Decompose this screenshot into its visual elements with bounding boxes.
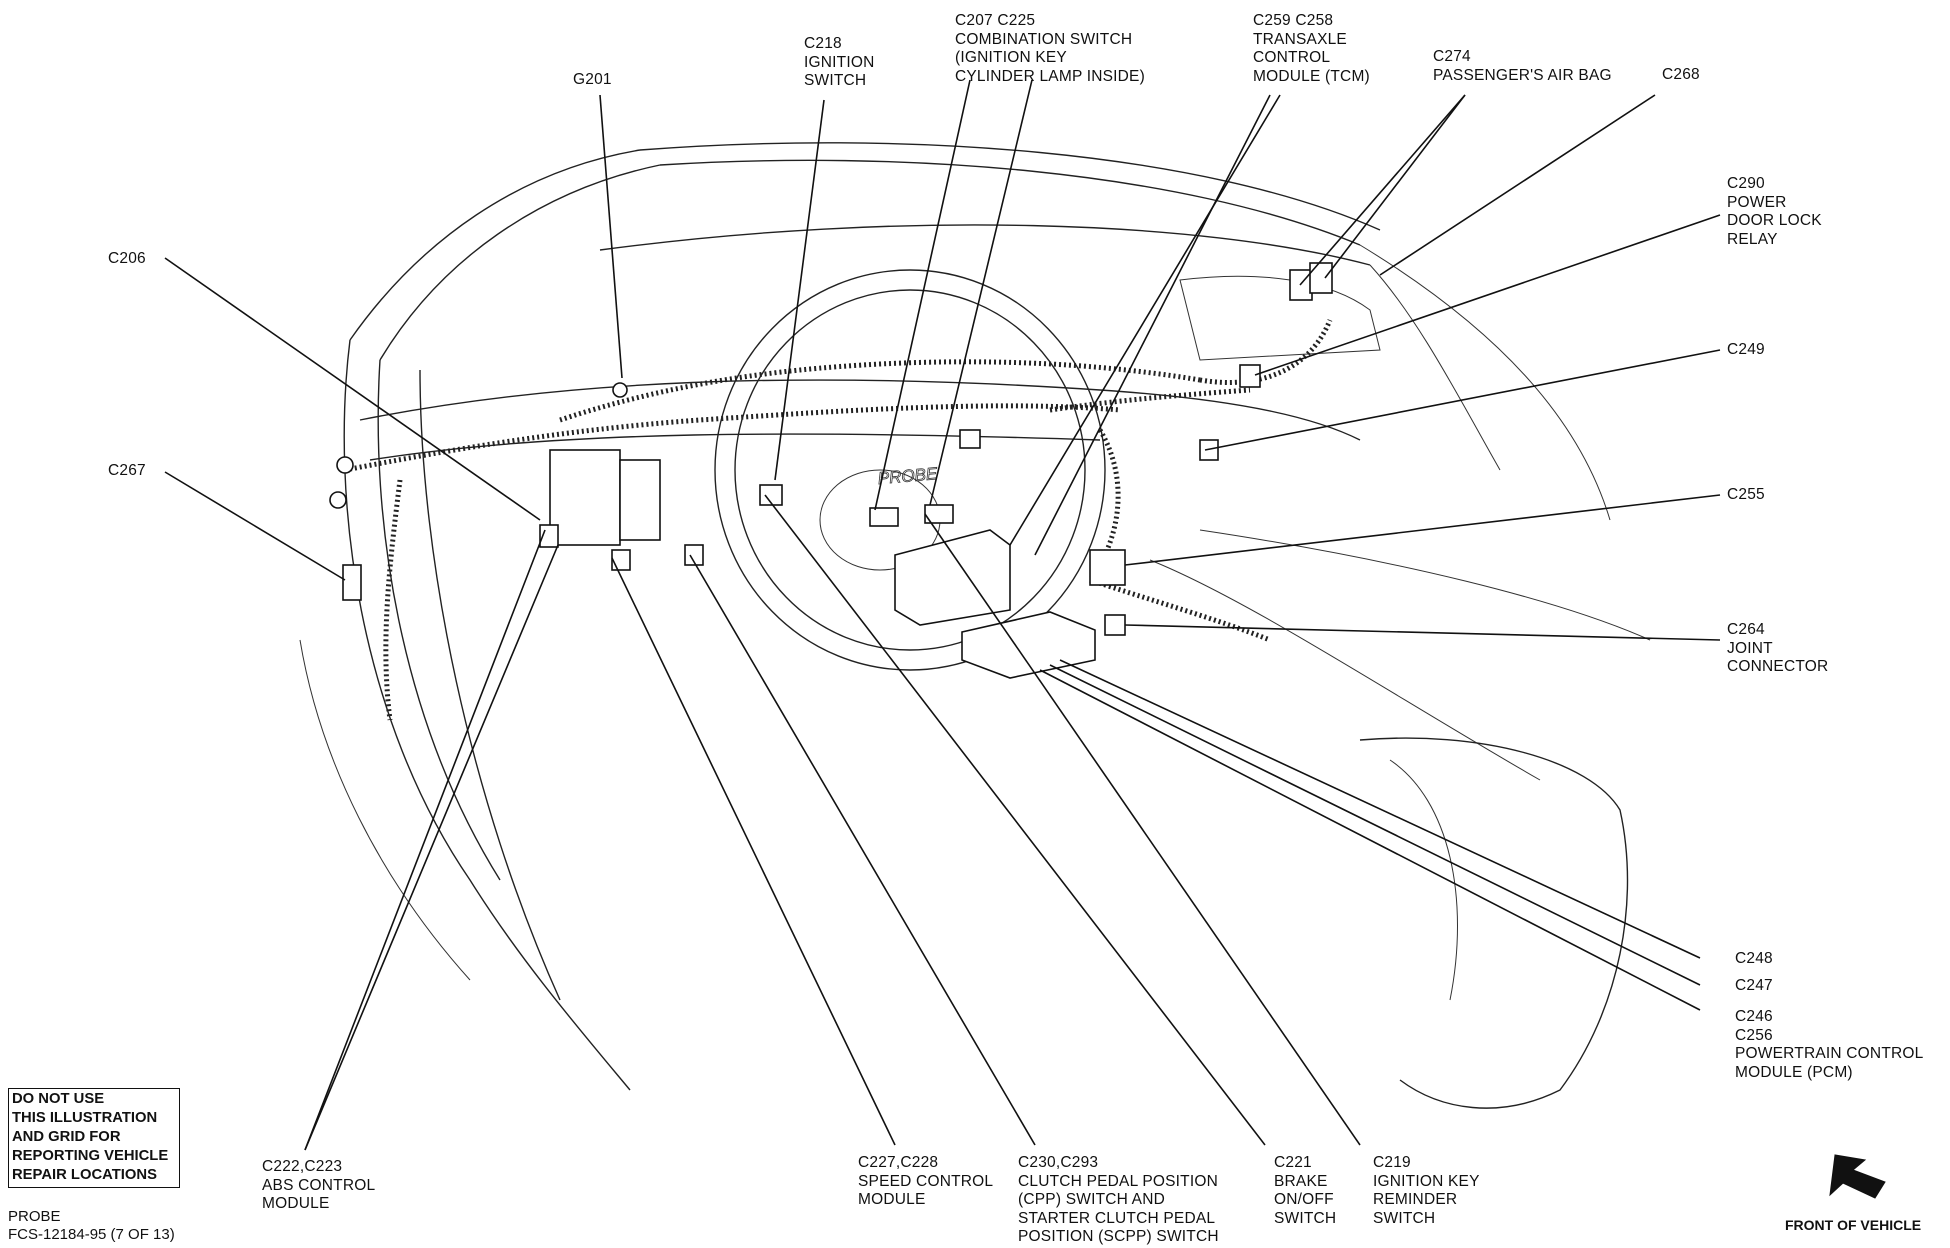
label-c267: C267 (108, 462, 146, 479)
front-of-vehicle-label: FRONT OF VEHICLE (1785, 1217, 1922, 1233)
label-c248: C248 (1735, 950, 1773, 967)
label-c222: C222,C223 ABS CONTROL MODULE (262, 1158, 376, 1212)
label-c290: C290 POWER DOOR LOCK RELAY (1727, 175, 1822, 248)
label-c247: C247 (1735, 977, 1773, 994)
label-g201: G201 (573, 71, 612, 88)
label-c249: C249 (1727, 341, 1765, 358)
label-c255: C255 (1727, 486, 1765, 503)
label-c264: C264 JOINT CONNECTOR (1727, 621, 1829, 675)
front-arrow-icon (1829, 1154, 1886, 1199)
body-outline (299, 142, 1651, 1091)
label-c246: C246 C256 POWERTRAIN CONTROL MODULE (PCM… (1735, 1008, 1924, 1081)
label-c230: C230,C293 CLUTCH PEDAL POSITION (CPP) SW… (1018, 1154, 1219, 1245)
label-c274: C274 PASSENGER'S AIR BAG (1433, 48, 1612, 84)
label-c218: C218 IGNITION SWITCH (804, 35, 875, 89)
warning-box: DO NOT USE THIS ILLUSTRATION AND GRID FO… (8, 1088, 180, 1188)
label-c207: C207 C225 COMBINATION SWITCH (IGNITION K… (955, 12, 1145, 85)
figure-footer: PROBE FCS-12184-95 (7 OF 13) (8, 1208, 175, 1243)
label-c227: C227,C228 SPEED CONTROL MODULE (858, 1154, 994, 1208)
label-c206: C206 (108, 250, 146, 267)
label-c221: C221 BRAKE ON/OFF SWITCH (1274, 1154, 1337, 1227)
leader-lines (164, 79, 1721, 1151)
label-c268: C268 (1662, 66, 1700, 83)
dash-badge: PROBE (877, 464, 939, 488)
label-c259: C259 C258 TRANSAXLE CONTROL MODULE (TCM) (1253, 12, 1370, 85)
label-c219: C219 IGNITION KEY REMINDER SWITCH (1373, 1154, 1480, 1227)
steering-wheel (714, 269, 1106, 671)
dashboard (359, 275, 1629, 1109)
modules (329, 262, 1333, 679)
